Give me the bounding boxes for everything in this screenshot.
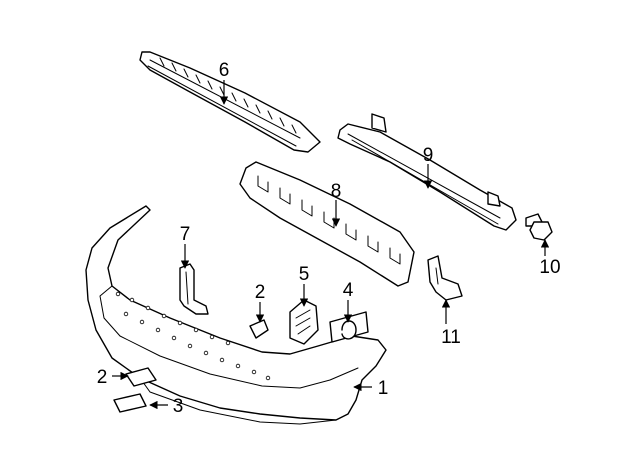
leader-lines xyxy=(112,80,550,410)
part-3-pad xyxy=(113,393,147,413)
part-4-retainer xyxy=(329,311,369,343)
part-6-step-pad xyxy=(139,51,321,153)
part-8-energy-absorber xyxy=(239,161,415,287)
callout-2-upper: 2 xyxy=(255,282,266,303)
callout-3: 3 xyxy=(173,396,184,417)
callout-4: 4 xyxy=(343,280,354,301)
bumper-holes xyxy=(115,291,271,381)
callout-labels: 6 9 8 10 7 2 5 4 11 1 2 3 xyxy=(97,60,561,417)
callout-8: 8 xyxy=(331,181,342,202)
part-7-side-bracket xyxy=(179,263,209,315)
callout-9: 9 xyxy=(423,145,434,166)
part-9-reinforcement-beam xyxy=(337,113,517,231)
part-2-pad-lower xyxy=(125,367,157,387)
part-2-clip-upper xyxy=(249,319,269,339)
callout-2-lower: 2 xyxy=(97,367,108,388)
callout-5: 5 xyxy=(299,264,310,285)
callout-11: 11 xyxy=(441,327,461,348)
part-11-bracket xyxy=(427,255,463,301)
callout-10: 10 xyxy=(539,257,560,278)
callout-1: 1 xyxy=(378,378,389,399)
callout-7: 7 xyxy=(180,224,191,245)
callout-6: 6 xyxy=(219,60,230,81)
part-5-bracket xyxy=(289,299,319,345)
part-10-bolt xyxy=(525,213,553,241)
